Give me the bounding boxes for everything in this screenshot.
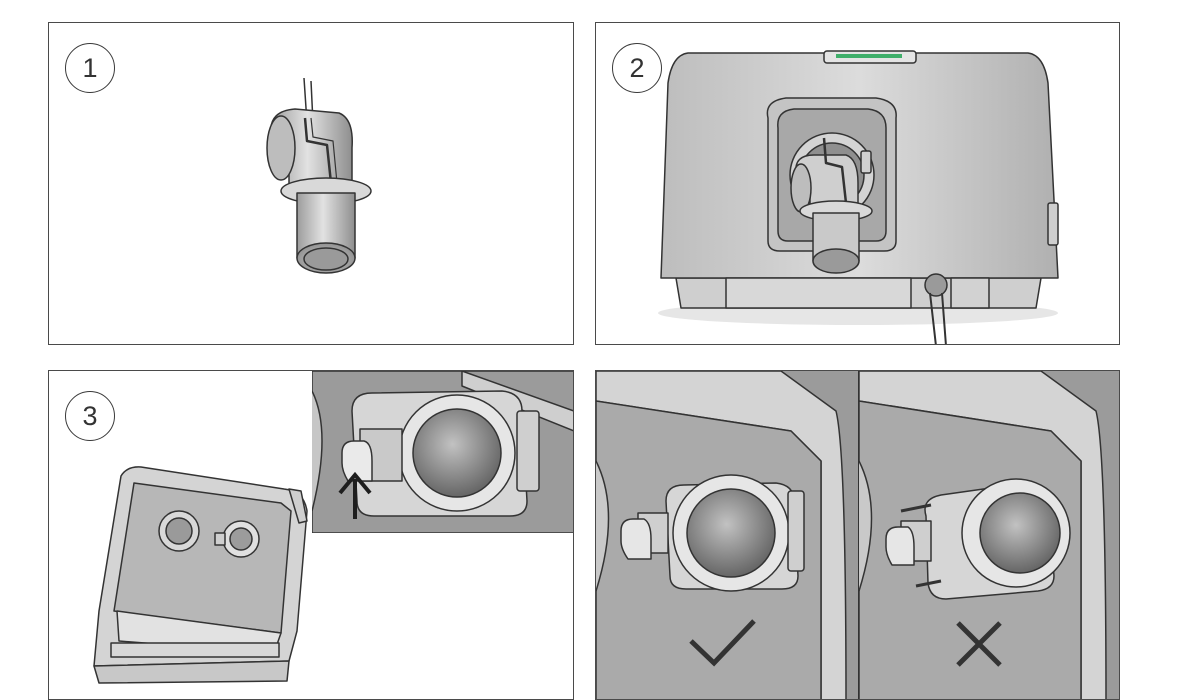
step-number-1: 1 bbox=[65, 43, 115, 93]
connector-seating-comparison bbox=[596, 371, 1119, 699]
device-interior-illustration bbox=[93, 466, 308, 684]
indicator-light bbox=[836, 54, 902, 58]
step-2-panel: 2 bbox=[595, 22, 1120, 345]
comparison-panel bbox=[595, 370, 1120, 700]
elbow-connector-illustration bbox=[266, 77, 372, 274]
step-3-panel: 3 bbox=[48, 370, 574, 700]
step-1-panel: 1 bbox=[48, 22, 574, 345]
correct-seating-view bbox=[596, 371, 858, 699]
connector-zoom-inset bbox=[312, 371, 573, 533]
arrow-up-icon bbox=[338, 471, 372, 519]
device-with-connector-illustration bbox=[658, 50, 1059, 344]
cross-mark-icon bbox=[956, 621, 1002, 667]
step-number-3: 3 bbox=[65, 391, 115, 441]
check-mark-icon bbox=[689, 619, 756, 667]
step-number-2: 2 bbox=[612, 43, 662, 93]
incorrect-seating-view bbox=[858, 371, 1119, 699]
